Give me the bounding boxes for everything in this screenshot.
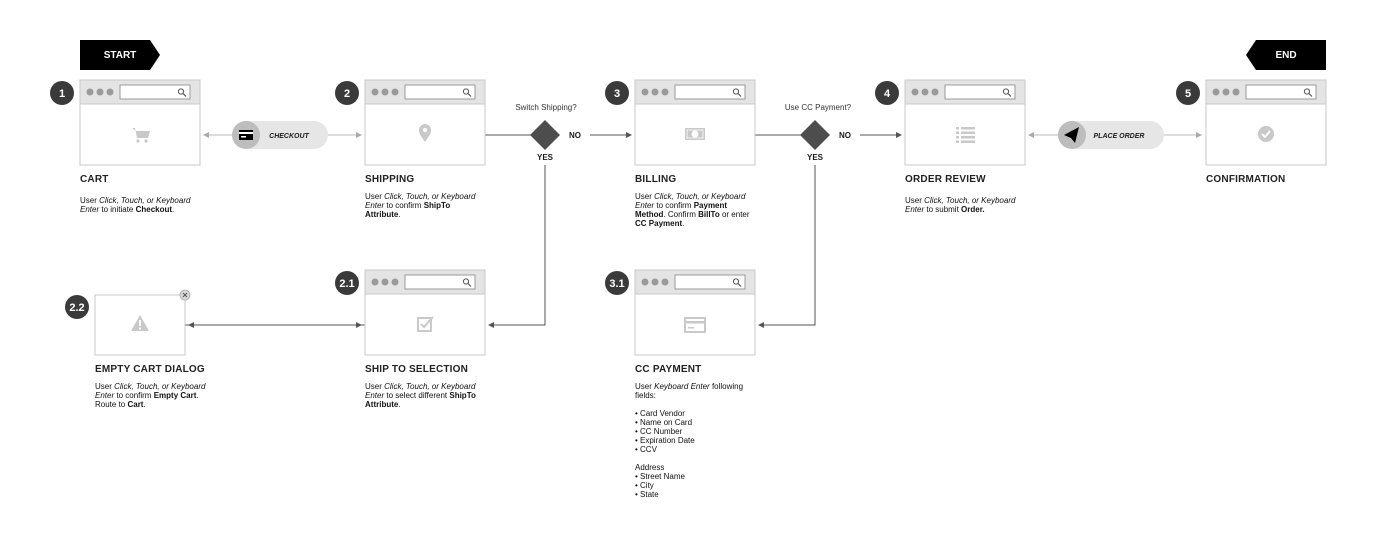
empty-cart-dialog-screen[interactable]: [94, 289, 191, 356]
step-badge: 5: [1176, 81, 1200, 105]
credit-card-icon: [684, 317, 706, 333]
list-item: • City: [635, 481, 654, 490]
svg-text:3: 3: [614, 88, 620, 100]
step-title-cc-payment: CC PAYMENT: [635, 364, 702, 375]
step-badge: 3.1: [605, 271, 629, 295]
step-badge: 1: [50, 81, 74, 105]
list-item: • Street Name: [635, 472, 685, 481]
step-desc-empty-cart-dialog: User Click, Touch, or Keyboard Enter to …: [95, 382, 206, 409]
decision-yes-label: YES: [807, 153, 824, 162]
step-desc-shipping: User Click, Touch, or Keyboard Enter to …: [365, 192, 476, 219]
check-circle-icon: [1258, 126, 1274, 142]
step-badge: 3: [605, 81, 629, 105]
cc-field-list: • Card Vendor • Name on Card • CC Number…: [635, 409, 760, 454]
confirmation-screen[interactable]: [1205, 79, 1327, 166]
close-icon[interactable]: [179, 289, 191, 301]
connectors: [185, 132, 1202, 328]
svg-text:2: 2: [344, 88, 350, 100]
step-desc-cart: User Click, Touch, or Keyboard Enter to …: [80, 196, 191, 214]
step-desc-cc-payment: User Keyboard Enter following fields: • …: [635, 382, 760, 499]
step-badge: 2.2: [65, 295, 89, 319]
list-item: • CCV: [635, 445, 657, 454]
billing-screen[interactable]: [634, 79, 756, 166]
decision-use-cc-payment: Use CC Payment? NO YES: [785, 103, 852, 162]
decision-question: Use CC Payment?: [785, 103, 852, 112]
decision-question: Switch Shipping?: [515, 103, 577, 112]
address-field-list: • Street Name • City • State: [635, 472, 760, 499]
place-order-label: PLACE ORDER: [1094, 133, 1145, 140]
step-title-empty-cart-dialog: EMPTY CART DIALOG: [95, 364, 205, 375]
list-item: • CC Number: [635, 427, 683, 436]
step-title-order-review: ORDER REVIEW: [905, 174, 986, 185]
cc-intro: User Keyboard Enter following fields:: [635, 382, 744, 400]
warning-icon: [131, 315, 149, 331]
step-desc-ship-to-selection: User Click, Touch, or Keyboard Enter to …: [365, 382, 476, 409]
step-desc-order-review: User Click, Touch, or Keyboard Enter to …: [905, 196, 1016, 214]
place-order-action[interactable]: PLACE ORDER: [1058, 121, 1164, 149]
step-badge: 4: [875, 81, 899, 105]
svg-text:2.1: 2.1: [339, 278, 354, 290]
credit-card-icon: [239, 130, 253, 140]
checkout-label: CHECKOUT: [269, 133, 309, 140]
svg-text:1: 1: [59, 88, 65, 100]
step-title-billing: BILLING: [635, 174, 677, 185]
list-item: • Card Vendor: [635, 409, 685, 418]
step-title-shipping: SHIPPING: [365, 174, 415, 185]
decision-yes-label: YES: [537, 153, 554, 162]
end-tag: END: [1246, 40, 1326, 70]
shipping-screen[interactable]: [364, 79, 486, 166]
step-title-cart: CART: [80, 174, 109, 185]
end-label: END: [1275, 50, 1296, 61]
list-item: • Name on Card: [635, 418, 693, 427]
decision-no-label: NO: [839, 131, 851, 140]
decision-no-label: NO: [569, 131, 581, 140]
list-icon: [956, 127, 975, 143]
checkout-action[interactable]: CHECKOUT: [232, 121, 328, 149]
list-item: • State: [635, 490, 659, 499]
step-badge: 2.1: [335, 271, 359, 295]
cc-payment-screen[interactable]: [634, 269, 756, 356]
cart-screen[interactable]: [79, 79, 201, 166]
ship-to-selection-screen[interactable]: [364, 269, 486, 356]
svg-text:5: 5: [1185, 88, 1191, 100]
step-title-ship-to-selection: SHIP TO SELECTION: [365, 364, 469, 375]
start-tag: START: [80, 40, 160, 70]
start-label: START: [104, 50, 137, 61]
cart-icon: [132, 128, 150, 143]
order-review-screen[interactable]: [904, 79, 1026, 166]
checkbox-icon: [417, 316, 434, 332]
step-title-confirmation: CONFIRMATION: [1206, 174, 1286, 185]
address-heading: Address: [635, 463, 665, 472]
step-badge: 2: [335, 81, 359, 105]
svg-text:3.1: 3.1: [609, 278, 624, 290]
svg-text:4: 4: [884, 88, 891, 100]
svg-text:2.2: 2.2: [69, 302, 84, 314]
list-item: • Expiration Date: [635, 436, 695, 445]
cash-icon: [685, 128, 705, 140]
decision-switch-shipping: Switch Shipping? NO YES: [515, 103, 581, 162]
location-pin-icon: [419, 124, 431, 142]
step-desc-billing: User Click, Touch, or Keyboard Enter to …: [635, 192, 750, 228]
paper-plane-icon: [1064, 127, 1079, 143]
